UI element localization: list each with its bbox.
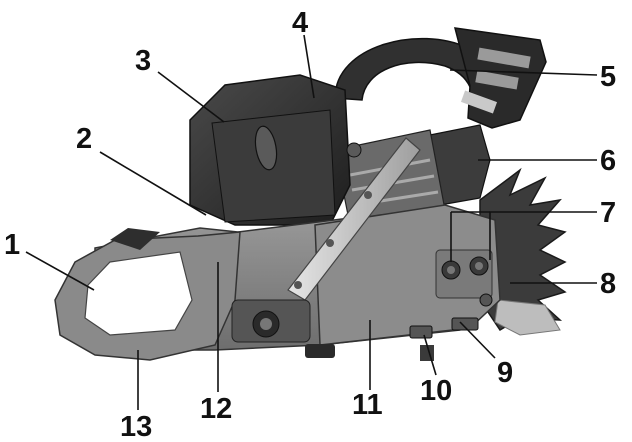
leader-4 [303,34,315,99]
callout-11: 11 [352,389,383,421]
callout-10: 10 [420,375,452,407]
leader-lines [25,34,598,410]
guide-bar-teeth [479,167,567,336]
rear-handle [54,228,241,361]
callout-7: 7 [600,197,616,229]
leader-10 [423,334,437,376]
callout-12: 12 [200,393,232,425]
callout-13: 13 [120,411,152,442]
leader-1 [25,251,95,291]
hand-guard [453,27,547,129]
callout-1: 1 [4,229,20,261]
leader-9 [459,321,496,359]
starter-recess [231,299,311,343]
sprocket-cover [314,204,501,346]
leader-5 [449,69,598,76]
leader-2 [99,151,207,216]
callout-2: 2 [76,123,92,155]
callout-3: 3 [135,45,151,77]
handle-strut [287,137,421,301]
cylinder-cover [189,74,362,226]
callout-5: 5 [600,61,616,93]
callout-9: 9 [497,357,513,389]
callout-4: 4 [292,7,308,39]
leader-3 [157,71,225,123]
callout-6: 6 [600,145,616,177]
callout-labels: 1 2 3 4 5 6 7 8 9 10 11 12 13 [4,7,616,442]
callout-8: 8 [600,268,616,300]
